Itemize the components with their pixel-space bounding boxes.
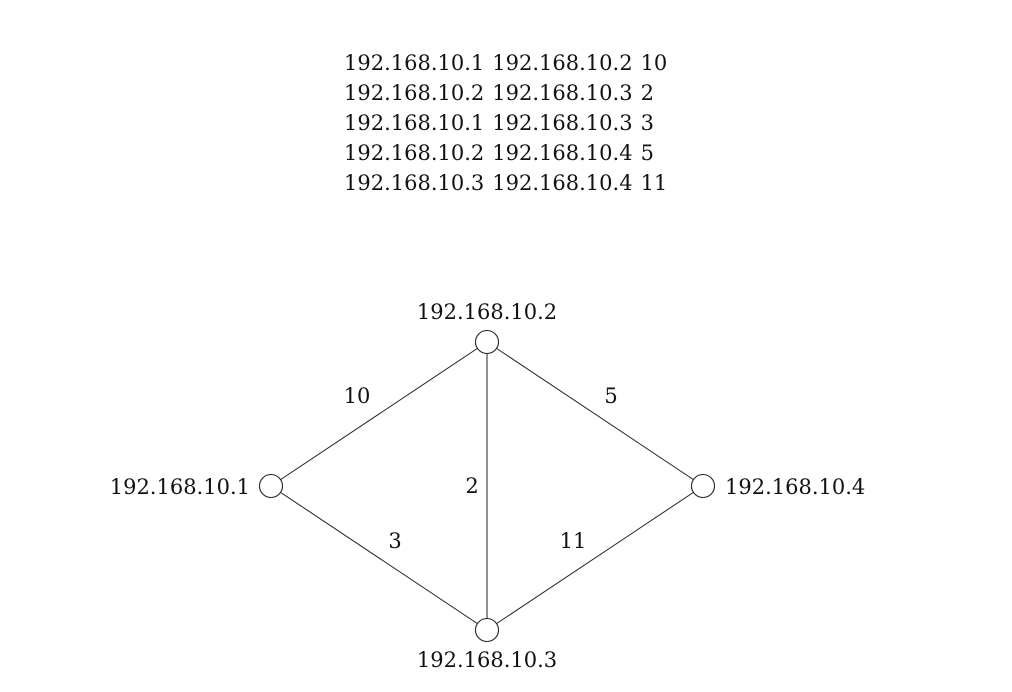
- edge-list-row: 192.168.10.2 192.168.10.4 5: [344, 138, 667, 168]
- edge-target: 192.168.10.3: [492, 111, 633, 135]
- edge-list-row: 192.168.10.3 192.168.10.4 11: [344, 168, 667, 198]
- node-n2: [474, 329, 500, 355]
- edge-target: 192.168.10.4: [492, 141, 633, 165]
- node-n1: [258, 473, 284, 499]
- edge-weight: 3: [640, 111, 654, 135]
- node-label-n4: 192.168.10.4: [725, 475, 865, 499]
- node-n4: [690, 473, 716, 499]
- edge-list-row: 192.168.10.1 192.168.10.3 3: [344, 108, 667, 138]
- edge-source: 192.168.10.1: [344, 51, 485, 75]
- edge-list-row: 192.168.10.1 192.168.10.2 10: [344, 48, 667, 78]
- graph-edges: [270, 341, 704, 631]
- edge-weight-n3-n4: 11: [560, 529, 587, 553]
- edge-weight-n1-n2: 10: [344, 384, 371, 408]
- edge-source: 192.168.10.3: [344, 171, 485, 195]
- node-label-n1: 192.168.10.1: [110, 475, 250, 499]
- node-label-n2: 192.168.10.2: [417, 300, 557, 324]
- edge-weight: 10: [640, 51, 668, 75]
- edge-target: 192.168.10.3: [492, 81, 633, 105]
- edge-n2-n4: [486, 341, 704, 487]
- edge-n3-n4: [486, 485, 704, 631]
- edge-n1-n3: [270, 485, 488, 631]
- edge-weight: 2: [640, 81, 654, 105]
- node-label-n3: 192.168.10.3: [417, 648, 557, 672]
- edge-weight-n1-n3: 3: [388, 529, 401, 553]
- edge-n1-n2: [270, 341, 488, 487]
- edge-source: 192.168.10.2: [344, 141, 485, 165]
- edge-source: 192.168.10.1: [344, 111, 485, 135]
- edge-weights: 10 3 2 5 11: [344, 384, 618, 553]
- edge-target: 192.168.10.2: [492, 51, 633, 75]
- edge-weight: 11: [640, 171, 668, 195]
- node-n3: [474, 617, 500, 643]
- edge-weight-n2-n3: 2: [465, 474, 478, 498]
- edge-weight-n2-n4: 5: [604, 384, 617, 408]
- edge-weight: 5: [640, 141, 654, 165]
- graph-nodes: [258, 329, 716, 643]
- node-labels: 192.168.10.1 192.168.10.2 192.168.10.3 1…: [110, 300, 866, 672]
- edge-list-row: 192.168.10.2 192.168.10.3 2: [344, 78, 667, 108]
- edge-source: 192.168.10.2: [344, 81, 485, 105]
- edge-target: 192.168.10.4: [492, 171, 633, 195]
